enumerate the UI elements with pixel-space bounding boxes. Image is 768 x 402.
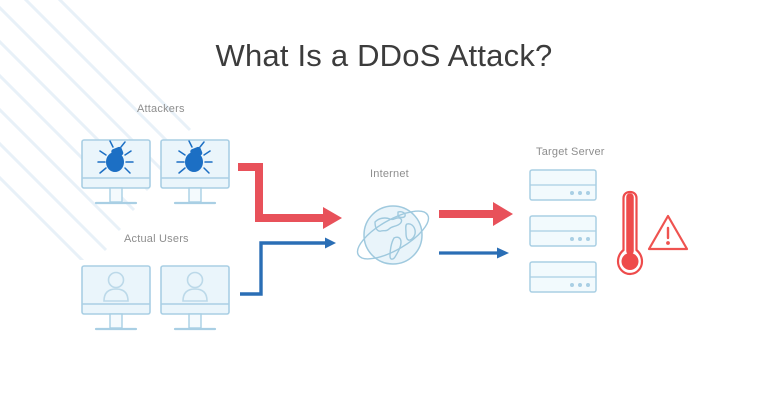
page-title: What Is a DDoS Attack? xyxy=(215,38,553,73)
target-server-label: Target Server xyxy=(536,146,605,158)
attack-traffic-arrow-left xyxy=(238,163,342,229)
user-device-1 xyxy=(81,265,151,331)
legitimate-traffic-arrow-left xyxy=(240,237,336,296)
attacker-device-1 xyxy=(81,139,151,205)
user-icon xyxy=(182,271,208,302)
actual-users-label: Actual Users xyxy=(124,233,189,245)
internet-label: Internet xyxy=(370,168,409,180)
bug-icon xyxy=(176,140,213,174)
server-icon xyxy=(529,261,597,293)
legitimate-traffic-arrow-right xyxy=(439,247,509,259)
globe-icon xyxy=(356,205,430,265)
thermometer-icon xyxy=(616,190,644,276)
attacker-device-2 xyxy=(160,139,230,205)
monitor-icon xyxy=(81,265,151,331)
bug-icon xyxy=(97,140,134,174)
server-icon xyxy=(529,169,597,201)
target-server-stack xyxy=(529,169,597,293)
user-device-2 xyxy=(160,265,230,331)
warning-triangle-icon xyxy=(647,214,689,251)
monitor-icon xyxy=(160,265,230,331)
user-icon xyxy=(103,271,129,302)
attackers-label: Attackers xyxy=(137,103,185,115)
server-icon xyxy=(529,215,597,247)
attack-traffic-arrow-right xyxy=(439,202,513,226)
